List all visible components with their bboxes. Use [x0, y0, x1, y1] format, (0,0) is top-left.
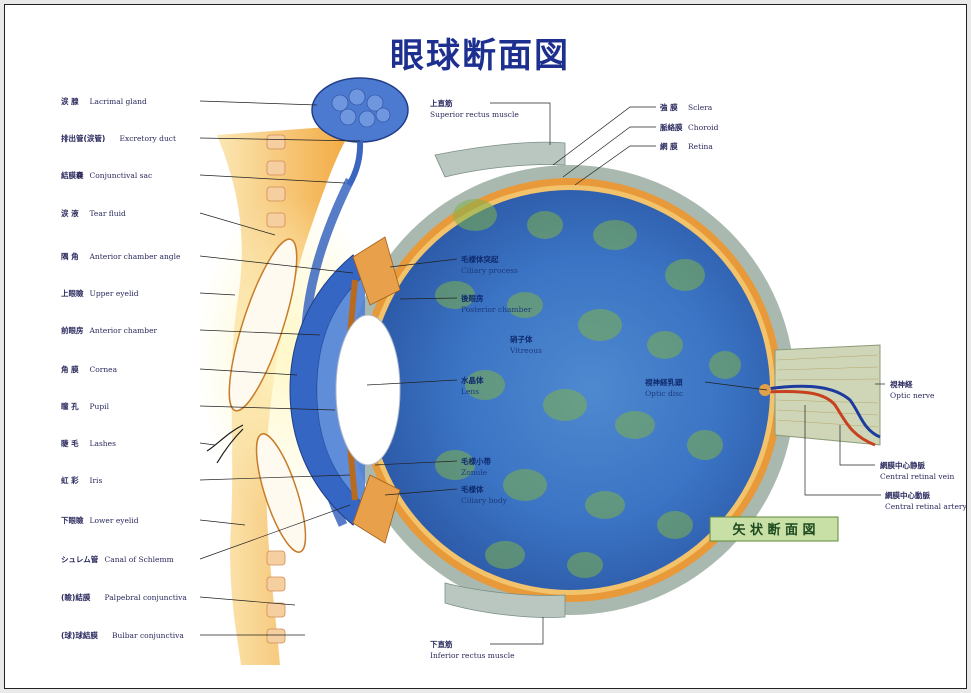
inner-label-en-0: Ciliary process: [461, 266, 518, 275]
left-label-en-0: Lacrimal gland: [90, 97, 148, 106]
inner-label-en-3: Lens: [461, 387, 479, 396]
optic-nerve: [775, 345, 880, 445]
inner-label-jp-0: 毛様体突起: [461, 254, 499, 264]
top-label-en-3: Retina: [688, 142, 713, 151]
top-label-en-0: Superior rectus muscle: [430, 110, 519, 119]
right-label-en-0: Optic nerve: [890, 391, 935, 400]
inner-label-jp-2: 硝子体: [510, 334, 533, 344]
left-label-en-10: Iris: [90, 476, 103, 485]
left-label-jp-13: (瞼)結膜: [61, 592, 91, 602]
bottom-label-en: Inferior rectus muscle: [430, 651, 515, 660]
right-label-en-2: Central retinal artery: [885, 502, 966, 511]
left-label-en-7: Cornea: [90, 365, 118, 374]
top-leader-1: [553, 107, 656, 165]
top-label-jp-2: 脈絡膜: [660, 122, 683, 132]
left-label-en-14: Bulbar conjunctiva: [112, 631, 184, 640]
left-label-jp-5: 上眼瞼: [61, 288, 84, 298]
top-label-jp-3: 網 膜: [660, 141, 678, 151]
left-label-en-3: Tear fluid: [90, 209, 127, 218]
left-label-jp-11: 下眼瞼: [61, 515, 84, 525]
inner-label-en-2: Vitreous: [509, 346, 542, 355]
left-label-en-4: Anterior chamber angle: [89, 252, 181, 261]
left-label-en-1: Excretory duct: [120, 134, 177, 143]
poster-title: 眼球断面図: [390, 36, 570, 76]
left-label-jp-2: 結膜嚢: [61, 170, 84, 180]
section-label: 矢 状 断 面 図: [732, 522, 815, 538]
right-label-jp-0: 視神経: [889, 379, 913, 389]
left-label-en-11: Lower eyelid: [90, 516, 139, 525]
bottom-leader: [490, 617, 543, 644]
left-label-en-8: Pupil: [90, 402, 110, 411]
eye-cross-section-poster: 眼球断面図: [4, 4, 967, 689]
inner-label-jp-1: 後眼房: [461, 293, 484, 303]
right-label-jp-1: 網膜中心静脈: [880, 460, 925, 470]
left-label-en-5: Upper eyelid: [90, 289, 139, 298]
left-label-en-9: Lashes: [90, 439, 117, 448]
left-label-en-6: Anterior chamber: [89, 326, 158, 335]
inner-label-jp-6: 視神経乳頭: [644, 377, 683, 387]
top-label-jp-0: 上直筋: [430, 98, 453, 108]
right-label-jp-2: 網膜中心動脈: [885, 490, 930, 500]
inner-label-en-5: Ciliary body: [461, 496, 508, 505]
left-label-jp-0: 涙 腺: [61, 96, 79, 106]
left-label-en-2: Conjunctival sac: [90, 171, 153, 180]
left-label-jp-3: 涙 液: [61, 208, 79, 218]
inner-label-en-4: Zonule: [461, 468, 488, 477]
lacrimal-gland: [312, 78, 408, 142]
left-label-jp-9: 睫 毛: [61, 438, 79, 448]
left-label-jp-6: 前眼房: [61, 325, 84, 335]
inner-label-jp-3: 水晶体: [461, 375, 484, 385]
left-label-jp-7: 角 膜: [61, 364, 79, 374]
left-label-jp-8: 瞳 孔: [61, 401, 79, 411]
left-label-jp-12: シュレム管: [61, 554, 99, 564]
left-label-jp-4: 隅 角: [61, 251, 79, 261]
left-label-en-12: Canal of Schlemm: [105, 555, 174, 564]
left-label-jp-14: (球)球結膜: [61, 630, 98, 640]
inner-label-jp-4: 毛様小帯: [461, 456, 491, 466]
excretory-duct: [349, 140, 360, 185]
left-label-jp-10: 虹 彩: [61, 475, 79, 485]
inner-label-jp-5: 毛様体: [461, 484, 484, 494]
left-label-jp-1: 排出管(涙管): [61, 133, 105, 143]
right-label-en-1: Central retinal vein: [880, 472, 954, 481]
lens: [336, 315, 400, 465]
eye-diagram: 眼球断面図: [5, 5, 966, 688]
top-label-en-1: Sclera: [688, 103, 713, 112]
left-leader-0: [200, 101, 317, 105]
top-label-en-2: Choroid: [688, 123, 719, 132]
left-label-en-13: Palpebral conjunctiva: [105, 593, 188, 602]
inner-label-en-6: Optic disc: [645, 389, 683, 398]
inner-label-en-1: Posterior chamber: [461, 305, 532, 314]
top-label-jp-1: 強 膜: [660, 102, 678, 112]
bottom-label-jp: 下直筋: [430, 639, 453, 649]
